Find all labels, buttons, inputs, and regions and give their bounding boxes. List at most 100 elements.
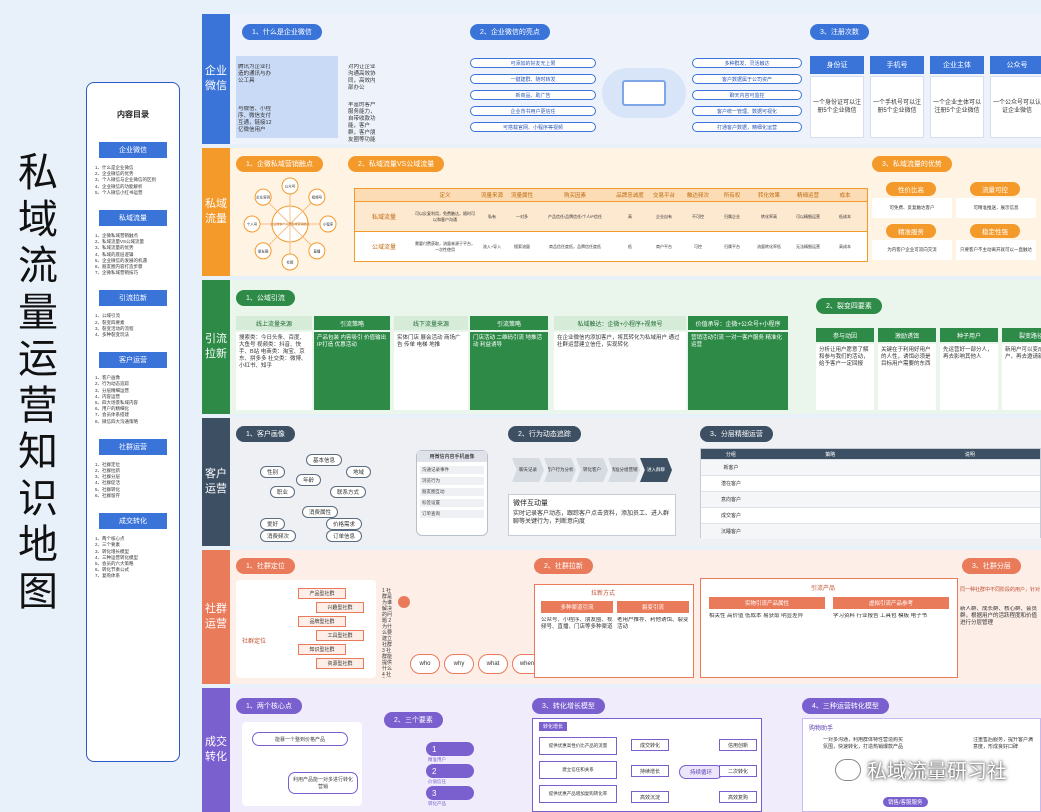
- section-pill: 1、社群定位: [236, 558, 295, 574]
- section-pill: 4、三种运营转化模型: [802, 698, 889, 714]
- toc-item[interactable]: 8、微信四大沟通策略: [95, 418, 139, 424]
- title-char: 流: [18, 243, 58, 289]
- community-type: 资源型社群: [316, 658, 364, 669]
- toc-item[interactable]: 1、企微私域营销触点: [95, 233, 139, 239]
- toc-item[interactable]: 2、三个要素: [95, 542, 121, 548]
- toc-item[interactable]: 2、企业微信的优势: [95, 171, 134, 177]
- layer-head-cell: 策略: [825, 451, 836, 458]
- toc-item[interactable]: 3、私域流量的优势: [95, 245, 134, 251]
- toc-item[interactable]: 4、多种裂变玩法: [95, 332, 130, 338]
- toc-item[interactable]: 7、会员体系搭建: [95, 412, 130, 418]
- layer-row: 沉睡客户: [701, 523, 1040, 539]
- toc-item[interactable]: 5、个人微信小红书运营: [95, 189, 143, 195]
- table-cell: 高成本: [839, 243, 851, 249]
- table-cell: 商品信任度低，品牌信任度低: [549, 243, 601, 249]
- touchpoint-node: [308, 242, 326, 260]
- toc-item[interactable]: 5、社群转化: [95, 486, 121, 492]
- toc-item[interactable]: 1、公域引流: [95, 313, 121, 319]
- toc-item[interactable]: 3、社群分层: [95, 474, 121, 480]
- process-step: 聊天记录: [512, 458, 544, 482]
- toc-item[interactable]: 4、社群促活: [95, 480, 121, 486]
- toc-item[interactable]: 1、什么是企业微信: [95, 165, 134, 170]
- feature-pill: 聊天内容可监控: [692, 90, 802, 100]
- toc-section-header[interactable]: 企业微信: [99, 142, 167, 158]
- row-label: 私域流量: [202, 148, 230, 276]
- layer-group: 潜在客户: [720, 481, 741, 487]
- profile-tag: 基本信息: [306, 454, 343, 466]
- toc-item[interactable]: 4、企业微信的功能解析: [95, 183, 143, 189]
- registration-body: 一个企业主体可以注册5个企业微信: [930, 76, 984, 138]
- model-step: 二次转化: [719, 765, 757, 777]
- column-head: 引流策略: [314, 316, 390, 330]
- toc-item[interactable]: 3、裂变活动的流程: [95, 325, 134, 331]
- toc-section-header[interactable]: 社群运营: [99, 438, 167, 455]
- toc-item[interactable]: 6、朋友圈内容打造步骤: [95, 264, 143, 270]
- column-head: 线上流量来源: [236, 316, 312, 330]
- toc-section-header[interactable]: 客户运营: [99, 352, 167, 369]
- column-body: 门店活动 二维码引流 地推活动 利益诱导: [470, 332, 548, 410]
- toc-item[interactable]: 3、分层精细运营: [95, 387, 130, 393]
- element-label: 价值信任: [428, 779, 446, 784]
- section-pill: 3、分层精细运营: [700, 426, 773, 442]
- toc-item[interactable]: 4、私域的底层逻辑: [95, 251, 134, 257]
- phone-mockup: 用微信内容手机画像 沟通记录事件浏览行为朋友圈互动标签设置订单查询: [416, 450, 488, 536]
- touchpoint-node: [281, 177, 299, 195]
- element-label: 精准用户: [428, 757, 446, 762]
- toc-item[interactable]: 1、客户画像: [95, 375, 121, 381]
- table-cell: 低: [628, 243, 632, 249]
- layer-bar: [761, 524, 901, 539]
- touchpoint-center-label: 企业微信个人号私域营销触点: [270, 221, 309, 226]
- toc-item[interactable]: 5、企业微信的发展的机遇: [95, 257, 148, 263]
- table-cell: 可以反复利用，免费触达，随时可以和客户沟通: [415, 210, 475, 222]
- table-head: 精细运营: [796, 193, 819, 199]
- toc-section-header[interactable]: 成交转化: [99, 513, 167, 530]
- element-number: 2: [426, 764, 474, 778]
- toc-item[interactable]: 4、内容运营: [95, 393, 121, 399]
- touchpoint-label: 视频号: [312, 195, 323, 200]
- toc-item[interactable]: 4、三种运营转化模型: [95, 554, 139, 560]
- method-text: 公众号、小程序、朋友圈、视频号、直播、门店等多种渠道: [541, 617, 613, 630]
- toc-item[interactable]: 6、社群留存: [95, 492, 121, 498]
- toc-item[interactable]: 5、四大场景私域内容: [95, 400, 139, 406]
- row-conversion: 成交转化 1、两个核心点 能暴一个整到价格产品 利用产品能一对多进行转化营销 2…: [202, 688, 1041, 812]
- fission-head: 种子用户: [940, 328, 998, 342]
- toc-item[interactable]: 7、复购体系: [95, 573, 121, 579]
- toc-item[interactable]: 1、两个核心点: [95, 536, 125, 542]
- phone-line: 朋友圈互动: [420, 488, 484, 496]
- map-title: 私域流量运营知识地图: [6, 150, 70, 615]
- table-head: 所有权: [723, 193, 741, 199]
- toc-item[interactable]: 2、裂变四要素: [95, 319, 125, 325]
- table-cell: 私域流量: [371, 215, 396, 221]
- toc-section-header[interactable]: 私域流量: [99, 210, 167, 227]
- toc-item[interactable]: 7、企微私域营销技巧: [95, 270, 139, 276]
- title-char: 地: [18, 522, 58, 568]
- title-char: 量: [18, 289, 58, 336]
- toc-section-header[interactable]: 引流拉新: [99, 290, 167, 307]
- toc-item[interactable]: 6、用户的精细化: [95, 406, 130, 412]
- advantage-text: 可精准推送，展示信息: [956, 198, 1036, 218]
- toc-item[interactable]: 3、个人微信与企业微信的区别: [95, 177, 157, 183]
- toc-item[interactable]: 3、转化增长模型: [95, 548, 130, 554]
- model-step: 提供优惠产品增加复购转化率: [539, 785, 617, 803]
- definition-text: 对内让企业沟通高效协同，高效内部办公: [348, 64, 376, 91]
- section-pill: 1、客户画像: [236, 426, 295, 442]
- community-type: 知识型社群: [298, 644, 346, 655]
- toc-item[interactable]: 5、会员的六大策略: [95, 560, 134, 566]
- toc-item[interactable]: 1、社群定位: [95, 461, 121, 467]
- toc-item[interactable]: 2、行为动态追踪: [95, 381, 130, 387]
- definition-text: 丰富的客户服务能力，自带收款功能，客户群，客户朋友圈等功能: [348, 102, 376, 143]
- feature-pill: 打通客户数据，精细化运营: [692, 122, 802, 132]
- feature-pill: 可搭载官网、小程序等视频: [470, 122, 596, 132]
- table-cell: 流入+导入: [482, 243, 502, 249]
- section-pill: 1、公域引流: [236, 290, 295, 306]
- comparison-table: 定义流量来源流量属性购买因素品牌忠诚度交易平台触达频次所有权转化效果精细运营成本…: [354, 188, 868, 262]
- layer-bar: [761, 508, 901, 523]
- toc-item[interactable]: 6、转化节奏公式: [95, 567, 130, 573]
- toc-item[interactable]: 2、社群拉新: [95, 468, 121, 474]
- title-char: 域: [18, 196, 58, 243]
- toc-item[interactable]: 2、私域流量VS公域流量: [95, 239, 145, 245]
- column-body: 营销活动引流 一对一客户服务 精准化运营: [688, 332, 788, 410]
- table-cell: 需要付费获取，流量来源于平台，一次性使用: [415, 240, 475, 252]
